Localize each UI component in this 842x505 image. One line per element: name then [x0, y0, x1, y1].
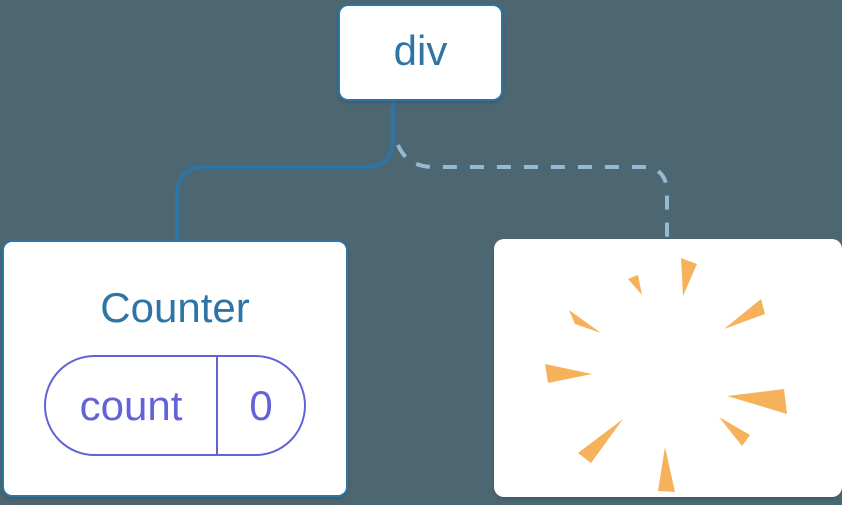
counter-node-title: Counter [100, 284, 250, 331]
edge-div-to-counter [175, 101, 395, 240]
state-pill: count 0 [44, 355, 306, 456]
tree-node-removed [494, 239, 842, 497]
tree-node-counter: Counter count 0 [2, 240, 348, 497]
state-key-label: count [79, 381, 183, 429]
div-node-label: div [393, 26, 448, 74]
state-pill-divider [216, 357, 218, 454]
tree-node-div: div [338, 4, 503, 101]
state-value-label: 0 [249, 381, 273, 429]
edge-div-to-removed [396, 144, 669, 239]
state-value-cell: 0 [218, 357, 304, 454]
poof-icon [545, 258, 787, 492]
state-key-cell: count [46, 357, 216, 454]
